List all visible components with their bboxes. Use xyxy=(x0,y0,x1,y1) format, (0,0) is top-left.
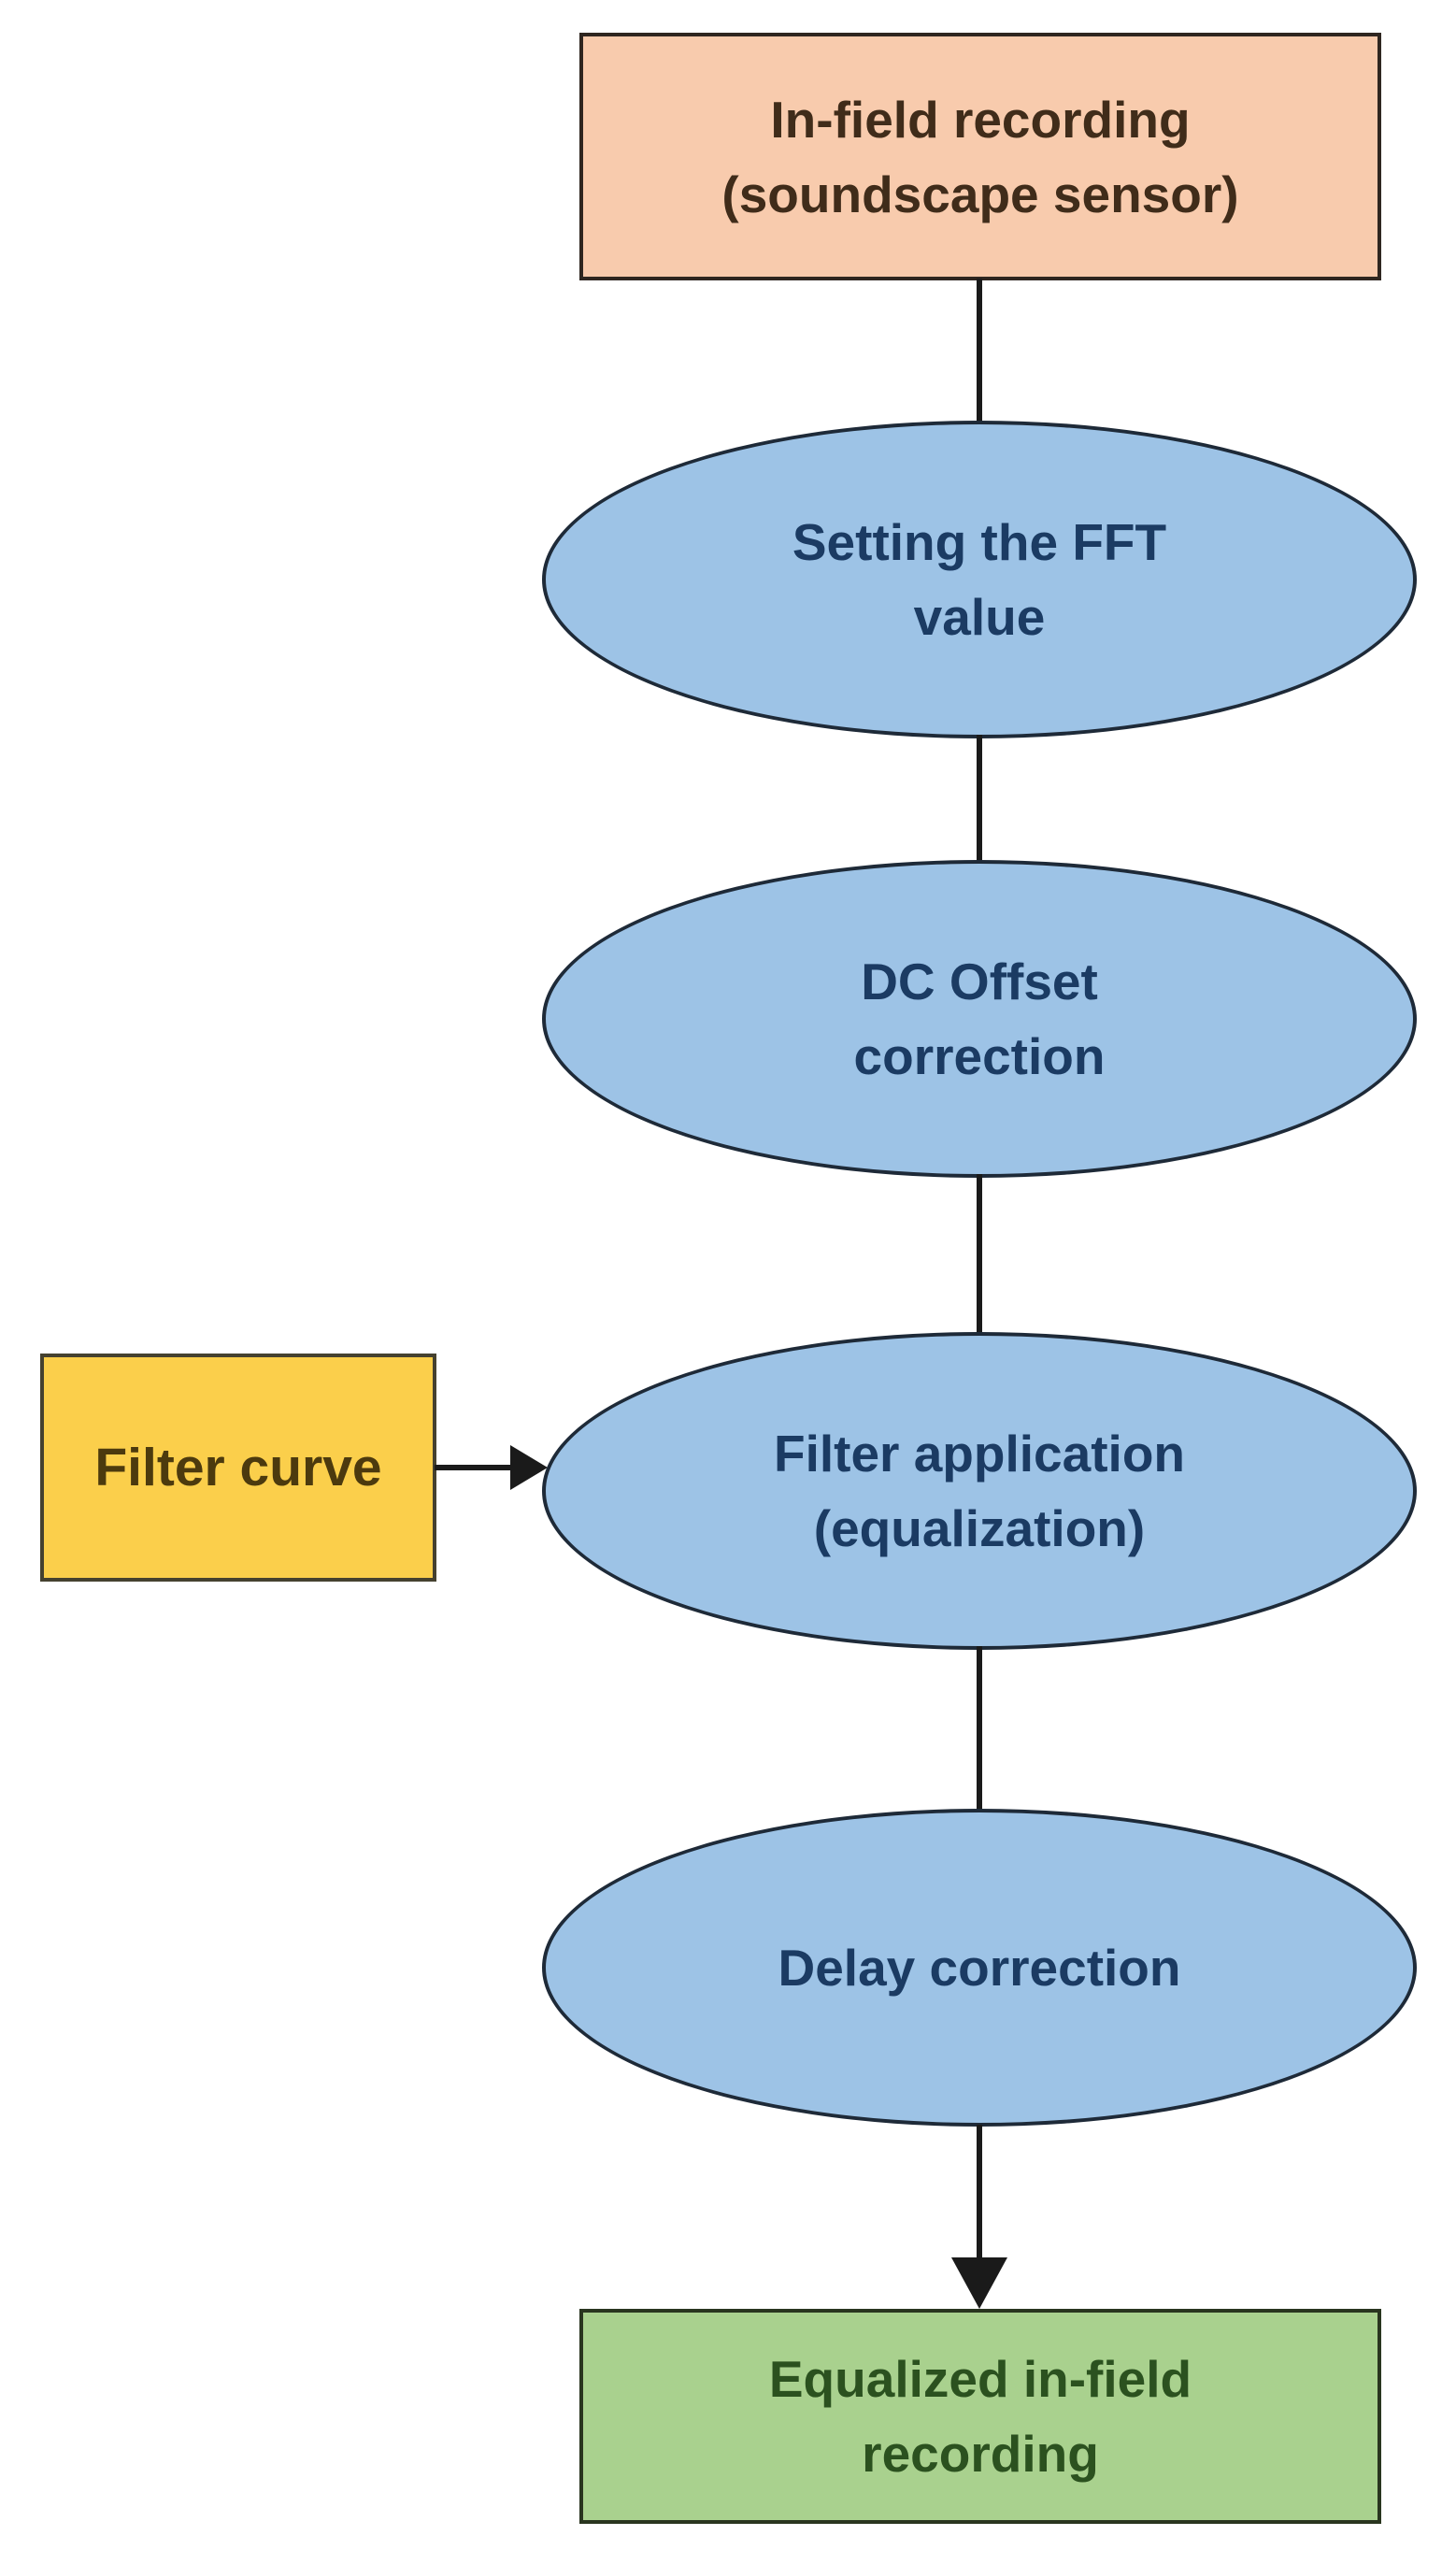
arrowhead-down-icon xyxy=(951,2257,1007,2309)
node-setting-fft-value-line1: Setting the FFT xyxy=(792,513,1167,571)
node-equalized-recording: Equalized in-field recording xyxy=(579,2309,1381,2524)
arrowhead-right-icon xyxy=(510,1445,548,1490)
node-infield-recording-line2: (soundscape sensor) xyxy=(721,165,1239,223)
node-dc-offset-correction-line1: DC Offset xyxy=(861,953,1098,1010)
node-infield-recording: In-field recording (soundscape sensor) xyxy=(579,33,1381,280)
node-filter-curve: Filter curve xyxy=(40,1354,436,1582)
node-dc-offset-correction-line2: correction xyxy=(853,1027,1106,1085)
node-dc-offset-correction: DC Offset correction xyxy=(542,860,1417,1178)
connector-infield-to-fft xyxy=(977,279,982,424)
node-infield-recording-line1: In-field recording xyxy=(770,90,1191,149)
node-filter-application-line1: Filter application xyxy=(773,1425,1186,1483)
node-equalized-recording-line2: recording xyxy=(862,2425,1099,2483)
connector-fft-to-dc-offset xyxy=(977,735,982,864)
connector-dc-offset-to-filter-application xyxy=(977,1174,982,1337)
node-equalized-recording-line1: Equalized in-field xyxy=(768,2350,1192,2408)
connector-filter-application-to-delay xyxy=(977,1646,982,1812)
node-filter-curve-line1: Filter curve xyxy=(94,1438,382,1497)
node-filter-application-line2: (equalization) xyxy=(813,1499,1146,1557)
node-filter-application: Filter application (equalization) xyxy=(542,1332,1417,1650)
node-setting-fft-value: Setting the FFT value xyxy=(542,421,1417,738)
node-delay-correction-line1: Delay correction xyxy=(778,1939,1181,1997)
connector-delay-to-equalized xyxy=(977,2125,982,2265)
node-setting-fft-value-line2: value xyxy=(913,588,1046,646)
connector-filter-curve-to-filter-application xyxy=(435,1465,514,1470)
node-delay-correction: Delay correction xyxy=(542,1809,1417,2127)
